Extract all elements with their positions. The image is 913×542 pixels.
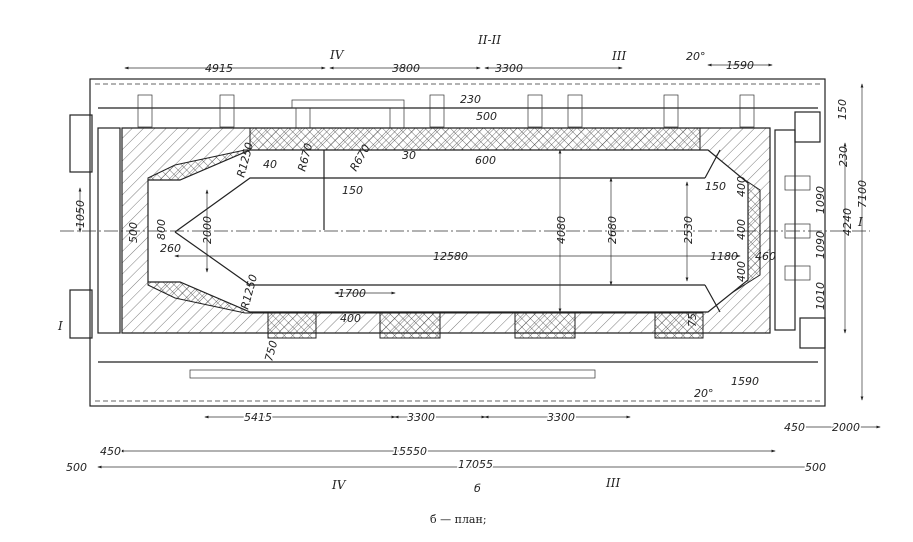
figure-caption: б — план; xyxy=(430,513,487,526)
angle-20-lower: 20° xyxy=(694,387,714,400)
top-tie-bolts xyxy=(137,94,755,129)
dim-230-right: 230 xyxy=(837,146,850,167)
section-mark-i-right: I xyxy=(857,215,863,229)
angle-20-top: 20° xyxy=(686,50,706,63)
section-mark-ii-ii: II-II xyxy=(477,33,501,47)
dim-15550: 15550 xyxy=(392,445,427,458)
view-letter: б xyxy=(474,482,481,495)
dim-2530: 2530 xyxy=(682,216,695,244)
dim-3300-a: 3300 xyxy=(407,411,435,424)
dim-12580: 12580 xyxy=(433,250,468,263)
dim-600: 600 xyxy=(475,154,496,167)
furnace-masonry xyxy=(121,127,771,379)
dimension-labels: 4915 3800 3300 1590 20° 230 500 600 30 4… xyxy=(57,33,869,526)
section-mark-i-left: I xyxy=(57,319,63,333)
dim-3300-top: 3300 xyxy=(495,62,523,75)
dim-500-left-bottom: 500 xyxy=(66,461,87,474)
left-buckstays xyxy=(69,114,121,339)
dim-150-right-top: 150 xyxy=(836,99,849,120)
dim-1700: 1700 xyxy=(338,287,366,300)
dim-3300-b: 3300 xyxy=(547,411,575,424)
dim-40: 40 xyxy=(263,158,277,171)
dimension-lines xyxy=(78,63,881,469)
dim-1180: 1180 xyxy=(710,250,738,263)
dim-2680: 2680 xyxy=(606,216,619,244)
dim-30: 30 xyxy=(402,149,416,162)
right-buckstays xyxy=(774,111,826,349)
dim-1090-a: 1090 xyxy=(814,186,827,214)
dim-7100: 7100 xyxy=(856,180,869,208)
dim-1010: 1010 xyxy=(814,282,827,310)
dim-1050: 1050 xyxy=(74,200,87,228)
section-mark-iv-bottom: IV xyxy=(331,478,347,492)
dim-1590-top: 1590 xyxy=(726,59,754,72)
outer-frame xyxy=(89,78,826,407)
dim-5415: 5415 xyxy=(244,411,272,424)
dim-400-a: 400 xyxy=(735,176,748,197)
dim-800: 800 xyxy=(155,219,168,240)
dim-500-top: 500 xyxy=(476,110,497,123)
dim-260: 260 xyxy=(160,242,181,255)
dim-400-lower: 400 xyxy=(340,312,361,325)
dim-4240: 4240 xyxy=(841,208,854,236)
right-burners xyxy=(784,175,811,281)
section-mark-iii-bottom: III xyxy=(605,476,620,490)
dim-500-left: 500 xyxy=(127,222,140,243)
dim-150-right: 150 xyxy=(705,180,726,193)
dim-150-top: 150 xyxy=(342,184,363,197)
dim-4080: 4080 xyxy=(555,216,568,244)
dim-1090-b: 1090 xyxy=(814,231,827,259)
dim-450-right: 450 xyxy=(784,421,805,434)
dim-75: 75 xyxy=(686,313,699,327)
dim-400-b: 400 xyxy=(735,219,748,240)
dim-4915: 4915 xyxy=(205,62,233,75)
dim-17055: 17055 xyxy=(458,458,493,471)
dim-2000-left: 2000 xyxy=(201,216,214,244)
dim-2000-bottom: 2000 xyxy=(832,421,860,434)
dim-460: 460 xyxy=(755,250,776,263)
dim-450-left: 450 xyxy=(100,445,121,458)
dim-230-top: 230 xyxy=(460,93,481,106)
section-mark-iii-top: III xyxy=(611,49,626,63)
section-mark-iv-top: IV xyxy=(329,48,345,62)
dim-400-c: 400 xyxy=(735,261,748,282)
dim-500-right-bottom: 500 xyxy=(805,461,826,474)
dim-750: 750 xyxy=(262,339,280,363)
dim-1590-lower: 1590 xyxy=(731,375,759,388)
dim-3800: 3800 xyxy=(392,62,420,75)
